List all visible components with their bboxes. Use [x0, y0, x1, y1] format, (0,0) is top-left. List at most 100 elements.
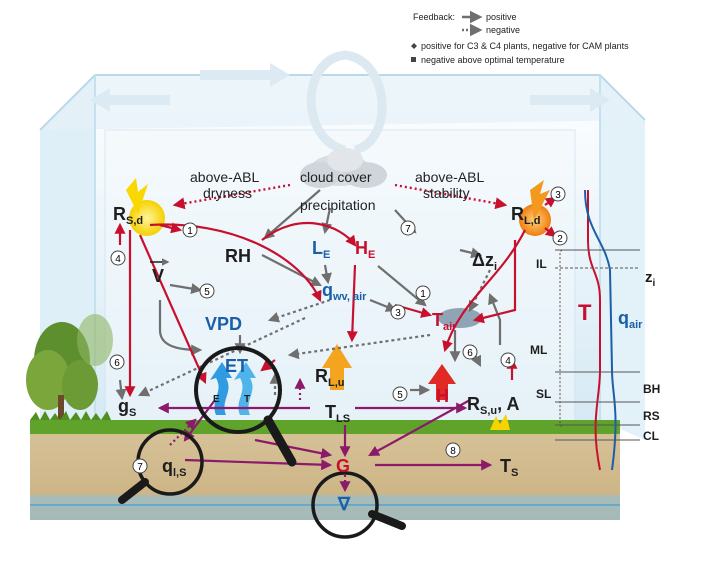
arrow-rsd-e — [138, 234, 207, 385]
arrow-6-gs — [115, 379, 127, 401]
node-et-e: E — [213, 394, 220, 405]
arrow-rs-tair — [488, 292, 502, 345]
surface-soil-arrows — [157, 399, 493, 471]
legend-positive-label: positive — [486, 12, 517, 22]
number-3: 3 — [555, 190, 561, 201]
wind-arrow-mid — [200, 63, 290, 87]
negative-feedback-arrows — [138, 269, 491, 397]
arrow-v-vpd — [158, 300, 203, 356]
number-4b: 4 — [505, 356, 511, 367]
shortwave-flame-icon — [126, 178, 148, 214]
reflected-sw-icon — [490, 414, 510, 430]
transpiration-arrow-icon — [234, 362, 256, 415]
arrow-to-dz — [459, 247, 483, 259]
legend-note-diamond: positive for C3 & C4 plants, negative fo… — [421, 41, 629, 51]
red-dotted-arrows — [172, 183, 508, 210]
node-labels: above-ABL dryness cloud cover precipitat… — [113, 169, 541, 514]
node-tls: TLS — [325, 402, 350, 425]
node-rsd: RS,d — [113, 204, 143, 227]
numbered-markers: 1 4 5 7 3 2 1 3 6 4 5 6 7 8 — [109, 186, 568, 474]
surface-dotted-arrows — [169, 377, 351, 493]
node-et-t: T — [244, 394, 250, 405]
number-6b: 6 — [467, 348, 473, 359]
red-feedback-arrows — [114, 196, 557, 398]
number-7: 7 — [405, 224, 411, 235]
wind-arrow-right — [530, 88, 610, 112]
number-5b: 5 — [397, 390, 403, 401]
number-3b: 3 — [395, 308, 401, 319]
number-4: 4 — [115, 254, 121, 265]
arrow-et-qls — [183, 399, 216, 442]
temperature-profile-line — [587, 190, 601, 471]
positive-feedback-arrows — [115, 189, 502, 401]
arrow-qls-g2 — [254, 438, 333, 459]
arrow-9-et — [260, 359, 276, 372]
arrow-rh-he — [261, 222, 357, 247]
node-rh: RH — [225, 246, 251, 266]
evaporation-arrow-icon — [210, 362, 232, 415]
humidity-profile-line — [584, 189, 617, 471]
profile-labels: T qair zi IL ML SL BH RS CL — [530, 257, 660, 443]
legend-negative-label: negative — [486, 25, 520, 35]
arrow-v-5 — [169, 283, 203, 294]
arrow-stability-rld — [394, 183, 508, 210]
legend: Feedback: positive negative positive for… — [411, 10, 629, 65]
node-gs: gS — [118, 396, 136, 419]
node-rld: RL,d — [511, 204, 541, 227]
label-above-abl-stability-2: stability — [423, 185, 470, 201]
label-precipitation: precipitation — [300, 197, 376, 213]
abl-box-edges — [39, 74, 646, 131]
arrow-rsd-1 — [159, 222, 183, 234]
node-g: G — [336, 456, 350, 476]
label-cloud-cover: cloud cover — [300, 169, 372, 185]
arrow-6-h — [469, 344, 481, 367]
arrow-cloud-rh — [263, 189, 321, 240]
circulation-arrow — [306, 50, 387, 155]
scene-background — [26, 50, 646, 520]
profile-zi-label: zi — [645, 269, 656, 289]
label-above-abl-dryness-1: above-ABL — [190, 169, 259, 185]
arrow-precip-le — [321, 207, 333, 235]
layer-rs: RS — [643, 409, 660, 423]
number-7b: 7 — [137, 462, 143, 473]
legend-note-square: negative above optimal temperature — [421, 55, 565, 65]
node-vpd: VPD — [205, 314, 242, 334]
radiation-glyphs — [126, 148, 551, 430]
number-1: 1 — [187, 226, 193, 237]
node-le: LE — [312, 238, 330, 261]
arrow-qls-e — [169, 418, 197, 446]
layer-sl: SL — [536, 387, 551, 401]
node-nabla: ∇ — [337, 494, 351, 514]
groundwater-band — [30, 495, 620, 520]
arrow-he-rlu — [346, 264, 358, 343]
diamond-marker-icon — [411, 43, 417, 49]
node-rsu-a: RS,u, A — [467, 394, 519, 417]
node-tair: Tair — [432, 310, 457, 333]
longwave-flame-icon — [530, 180, 550, 220]
number-5: 5 — [204, 287, 210, 298]
square-marker-icon — [411, 57, 416, 62]
longwave-down-icon — [519, 204, 551, 236]
profile-t-label: T — [578, 300, 592, 325]
node-qls: ql,S — [162, 456, 186, 479]
trees-left — [26, 314, 113, 425]
arrow-dz-tair — [469, 269, 491, 312]
node-h: H — [436, 386, 449, 406]
longwave-up-arrow-icon — [322, 344, 352, 390]
layer-cl: CL — [643, 429, 659, 443]
arrow-qls-g — [184, 458, 333, 471]
node-et: ET — [225, 356, 248, 376]
arrow-rh-q — [261, 254, 322, 287]
label-above-abl-dryness-2: dryness — [203, 185, 252, 201]
number-6: 6 — [114, 358, 120, 369]
number-1b: 1 — [420, 289, 426, 300]
layer-il: IL — [536, 257, 547, 271]
node-he: HE — [355, 238, 375, 261]
wind-arrow-left — [90, 88, 170, 112]
node-q-air: qwv, air — [322, 280, 367, 303]
sensible-heat-arrow-icon — [428, 364, 456, 400]
arrow-le-q — [321, 264, 332, 285]
node-dz: Δzi — [472, 250, 497, 273]
arrow-q-vpd — [267, 298, 331, 323]
